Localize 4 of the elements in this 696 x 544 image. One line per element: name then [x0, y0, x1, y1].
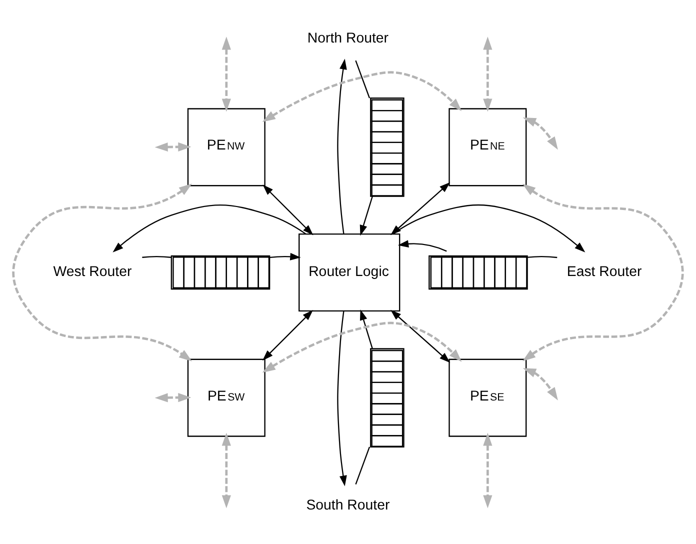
node-text: East Router — [566, 264, 642, 280]
node-text: South Router — [306, 497, 390, 514]
node-text: West Router — [53, 264, 132, 280]
node-text: North Router — [307, 30, 389, 46]
